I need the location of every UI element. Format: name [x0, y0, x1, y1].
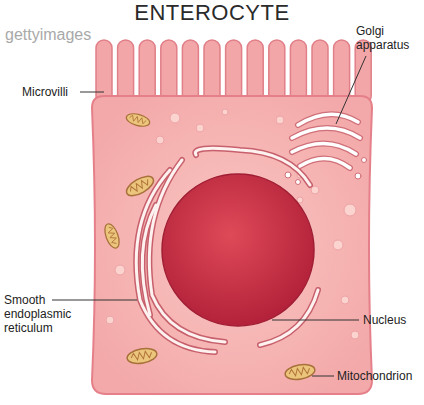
- microvillus: [161, 40, 177, 104]
- mitochondrion: [125, 111, 151, 128]
- microvillus: [247, 40, 263, 104]
- microvillus: [96, 40, 112, 104]
- microvillus: [269, 40, 285, 104]
- part-label: Golgi apparatus: [356, 24, 418, 52]
- microvillus: [226, 40, 242, 104]
- golgi-apparatus: [285, 114, 367, 184]
- leader-lines: [52, 56, 366, 376]
- microvillus: [312, 40, 328, 104]
- smooth-endoplasmic-reticulum: [136, 148, 318, 352]
- microvilli: [96, 40, 371, 104]
- mitochondria: [102, 111, 316, 381]
- microvillus: [118, 40, 134, 104]
- watermark: gettyimages: [5, 26, 91, 44]
- title: ENTEROCYTE: [0, 0, 424, 26]
- microvillus: [139, 40, 155, 104]
- part-label: Mitochondrion: [337, 369, 412, 383]
- part-label: Nucleus: [363, 313, 406, 327]
- part-label: Microvilli: [22, 85, 68, 99]
- microvillus: [334, 40, 350, 104]
- microvillus: [182, 40, 198, 104]
- microvillus: [290, 40, 306, 104]
- mitochondrion: [126, 347, 158, 366]
- microvillus: [204, 40, 220, 104]
- part-label: Smooth endoplasmic reticulum: [4, 293, 84, 335]
- mitochondrion: [284, 363, 316, 382]
- mitochondrion: [124, 172, 157, 199]
- mitochondrion: [102, 222, 122, 250]
- cell-body: [92, 96, 372, 394]
- nucleus: [162, 174, 314, 326]
